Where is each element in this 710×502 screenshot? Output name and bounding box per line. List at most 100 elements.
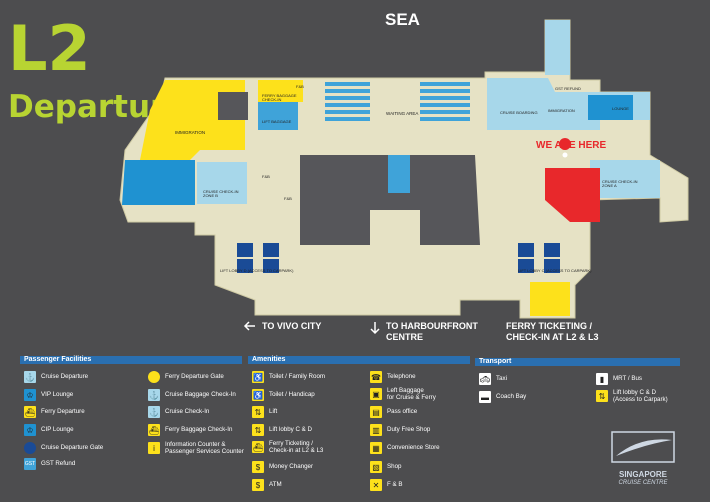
- lift-icon: ⇅: [252, 406, 264, 418]
- ferry-ticketing-zone: [530, 282, 570, 316]
- legend-item: $ATM: [252, 479, 282, 491]
- checkin-a-label: CRUISE CHECK-IN ZONE A: [602, 179, 638, 189]
- immigration-label-left: IMMIGRATION: [175, 130, 206, 135]
- legend-bar-passenger: [20, 356, 242, 364]
- fb-label-1: F&B: [296, 84, 304, 89]
- central-escalator: [388, 155, 410, 193]
- lift-lobby-c-label: LIFT LOBBY C (ACCESS TO CARPARK): [518, 268, 592, 273]
- ferry-ticketing-icon: ⛴: [252, 441, 264, 454]
- legend-item: ⛴Ferry Departure: [24, 406, 85, 418]
- atm-icon: $: [252, 479, 264, 491]
- lounge-zone-right: [588, 95, 633, 120]
- singapore-cruise-centre-logo: SINGAPORE CRUISE CENTRE: [600, 430, 686, 486]
- legend-item: ⇅Lift lobby C & D (Access to Carpark): [596, 389, 668, 403]
- legend-item: Ferry Departure Gate: [148, 371, 224, 383]
- cruise-departure-icon: ⚓: [24, 371, 36, 383]
- we-are-here-zone: [545, 168, 600, 222]
- carpark-lift-icon: ⇅: [596, 390, 608, 403]
- vip-lounge-icon: ♔: [24, 389, 36, 401]
- logo-mark-icon: [611, 431, 675, 463]
- cruise-baggage-icon: ⚓: [148, 389, 160, 401]
- cruise-boarding-label: CRUISE BOARDING: [500, 110, 538, 115]
- arrow-left-icon: [243, 321, 255, 331]
- legend-item: ▣Left Baggage for Cruise & Ferry: [370, 387, 436, 401]
- arrow-down-icon: [370, 322, 380, 335]
- left-baggage-icon: ▣: [370, 388, 382, 401]
- lift-lobby-c-blocks: [518, 243, 560, 273]
- checkin-b-label: CRUISE CHECK-IN ZONE B: [203, 189, 239, 199]
- handicap-icon: ♿: [252, 389, 264, 401]
- legend-item: ⛴Ferry Baggage Check-In: [148, 424, 233, 436]
- legend-item: ⚓Cruise Baggage Check-In: [148, 389, 236, 401]
- waiting-area-label: WAITING AREA: [386, 111, 419, 116]
- legend-item: ♔CIP Lounge: [24, 424, 74, 436]
- lift-lobby-d-blocks: [237, 243, 279, 273]
- ferry-baggage-icon: ⛴: [148, 424, 160, 436]
- duty-free-icon: ▥: [370, 424, 382, 436]
- fb-label-3: F&B: [284, 196, 292, 201]
- waiting-area-seats: [325, 82, 470, 121]
- dark-room: [218, 92, 248, 120]
- legend-item: ♿Toilet / Handicap: [252, 389, 315, 401]
- cruise-checkin-icon: ⚓: [148, 406, 160, 418]
- ferry-ticketing-direction[interactable]: FERRY TICKETING / CHECK-IN AT L2 & L3: [506, 321, 599, 342]
- telephone-icon: ☎: [370, 371, 382, 383]
- legend-heading-passenger: Passenger Facilities: [24, 356, 92, 363]
- ferry-baggage-room: [258, 80, 303, 102]
- ferry-gate-icon: [148, 371, 160, 383]
- legend-item: ♿Toilet / Family Room: [252, 371, 326, 383]
- legend-item: $Money Changer: [252, 461, 313, 473]
- legend-item: 🚕︎Taxi: [479, 373, 508, 385]
- checkin-zone-b: [197, 162, 247, 204]
- taxi-icon: 🚕︎: [479, 373, 491, 385]
- checkin-zone-a: [590, 160, 660, 198]
- legend-heading-transport: Transport: [479, 358, 512, 365]
- gst-refund-label: GST REFUND: [555, 86, 581, 91]
- fb-icon: ✕: [370, 479, 382, 491]
- legend-heading-amenities: Amenities: [252, 356, 286, 363]
- lounge-label: LOUNGE: [612, 106, 629, 111]
- lift-baggage-label: LIFT BAGGAGE: [262, 119, 292, 124]
- legend-item: ▥Duty Free Shop: [370, 424, 430, 436]
- legend-item: ⇅Lift lobby C & D: [252, 424, 312, 436]
- ferry-departure-icon: ⛴: [24, 406, 36, 418]
- legend-item: Cruise Departure Gate: [24, 442, 103, 454]
- legend-bar-amenities: [248, 356, 470, 364]
- sea-label: SEA: [385, 10, 420, 29]
- toilet-icon: ♿: [252, 371, 264, 383]
- convenience-store-icon: ▦: [370, 442, 382, 454]
- central-void: [300, 155, 480, 245]
- legend-item: ▧Shop: [370, 461, 401, 473]
- lift-lobby-d-label: LIFT LOBBY D (ACCESS TO CARPARK): [220, 268, 294, 273]
- legend-item: ☎Telephone: [370, 371, 416, 383]
- legend-item: ✕F & B: [370, 479, 402, 491]
- level-title: L2: [8, 12, 91, 85]
- lounge-zone-left: [122, 160, 195, 205]
- legend-bar-transport: [475, 358, 680, 366]
- info-counter-icon: i: [148, 442, 160, 455]
- coach-icon: ▬: [479, 391, 491, 403]
- pass-office-icon: ▤: [370, 406, 382, 418]
- fb-label-2: F&B: [262, 174, 270, 179]
- legend-item: ⚓Cruise Check-In: [148, 406, 210, 418]
- shop-icon: ▧: [370, 461, 382, 473]
- lift-lobby-icon: ⇅: [252, 424, 264, 436]
- to-vivo-city[interactable]: TO VIVO CITY: [262, 321, 322, 331]
- legend-item: ▬Coach Bay: [479, 391, 527, 403]
- lift-baggage-room: [258, 102, 298, 130]
- legend-item: ⇅Lift: [252, 406, 277, 418]
- gst-refund-icon: GST: [24, 458, 36, 470]
- pier-tower: [545, 20, 570, 75]
- legend-item: ⛴Ferry Ticketing / Check-in at L2 & L3: [252, 440, 324, 455]
- money-changer-icon: $: [252, 461, 264, 473]
- legend-item: ▮MRT / Bus: [596, 373, 642, 385]
- mrt-bus-icon: ▮: [596, 373, 608, 385]
- immigration-label-right: IMMIGRATION: [548, 108, 575, 113]
- to-harbourfront[interactable]: TO HARBOURFRONT CENTRE: [386, 321, 478, 342]
- legend-item: ▤Pass office: [370, 406, 417, 418]
- ferry-baggage-label: FERRY BAGGAGE CHECK-IN: [262, 93, 297, 103]
- we-are-here-label: WE ARE HERE: [536, 140, 607, 151]
